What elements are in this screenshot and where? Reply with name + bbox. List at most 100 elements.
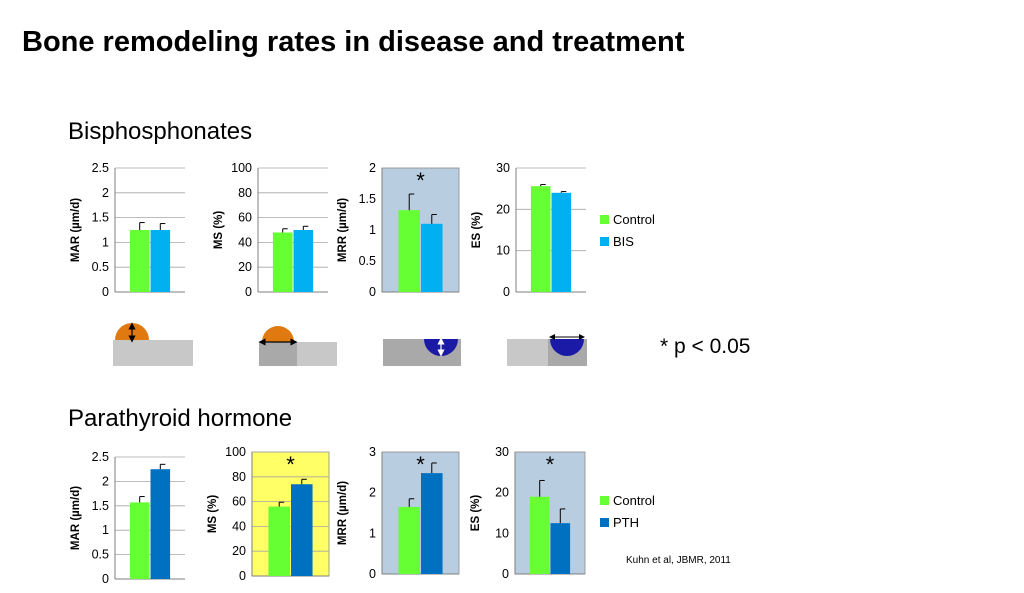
bar-pth — [291, 484, 313, 576]
y-tick-label: 20 — [495, 486, 509, 500]
plot-area — [516, 168, 586, 292]
y-tick-label: 60 — [238, 211, 252, 225]
bar-control — [529, 496, 550, 574]
section-title-parathyroid: Parathyroid hormone — [68, 405, 293, 432]
y-tick-label: 10 — [495, 526, 509, 540]
bar-control — [530, 186, 551, 292]
bar-bis — [150, 230, 171, 292]
y-tick-label: 1.5 — [359, 192, 376, 206]
y-tick-label: 3 — [369, 445, 376, 459]
bone-surface — [113, 340, 193, 366]
y-tick-label: 0 — [245, 285, 252, 299]
y-axis-label: MAR (µm/d) — [70, 198, 82, 262]
y-tick-label: 1.5 — [92, 499, 109, 513]
bar-bis — [293, 230, 314, 292]
bar-control — [129, 230, 150, 292]
legend-swatch-control — [600, 214, 609, 224]
y-tick-label: 0.5 — [92, 260, 109, 274]
plot-area — [251, 451, 330, 577]
significance-star: * — [416, 452, 425, 477]
y-tick-label: 0 — [502, 567, 509, 581]
y-tick-label: 80 — [238, 186, 252, 200]
y-tick-label: 80 — [232, 470, 246, 484]
bar-control — [129, 502, 150, 579]
plot-area — [115, 457, 185, 579]
page-title: Bone remodeling rates in disease and tre… — [22, 26, 685, 58]
bar-pth — [150, 469, 171, 579]
y-axis-label: MS (%) — [207, 495, 219, 534]
y-tick-label: 2 — [102, 186, 109, 200]
plot-area — [381, 167, 460, 293]
y-tick-label: 0 — [102, 572, 109, 586]
y-tick-label: 0 — [239, 569, 246, 583]
ms-illustration — [258, 326, 337, 366]
legend-label-bis: BIS — [613, 233, 634, 249]
y-tick-label: 2 — [369, 161, 376, 175]
mrr-illustration — [383, 337, 461, 366]
y-axis-label: MRR (µm/d) — [337, 198, 349, 262]
osteoblast-mound — [262, 326, 294, 342]
y-tick-label: 30 — [495, 445, 509, 459]
citation: Kuhn et al, JBMR, 2011 — [626, 555, 731, 566]
legend-entry-pth: PTH — [600, 511, 655, 533]
bar-control — [268, 506, 290, 576]
y-tick-label: 100 — [231, 161, 252, 175]
y-tick-label: 1 — [369, 526, 376, 540]
y-tick-label: 10 — [496, 244, 510, 258]
y-tick-label: 60 — [232, 495, 246, 509]
y-tick-label: 2.5 — [92, 161, 109, 175]
bar-bis — [551, 192, 572, 292]
legend-entry-bis: BIS — [600, 230, 655, 252]
plot-area — [514, 451, 586, 575]
legend-swatch-control — [600, 495, 609, 505]
plot-area — [258, 168, 328, 292]
y-tick-label: 1 — [369, 223, 376, 237]
y-tick-label: 0.5 — [92, 548, 109, 562]
significance-star: * — [546, 452, 555, 477]
legend-label-control: Control — [613, 492, 655, 508]
y-tick-label: 20 — [496, 202, 510, 216]
y-tick-label: 1 — [102, 523, 109, 537]
legend-bisphosphonates: Control BIS — [600, 208, 655, 252]
es-illustration — [507, 334, 587, 366]
bar-bis — [421, 223, 443, 292]
significance-note: * p < 0.05 — [660, 335, 751, 358]
legend-label-control: Control — [613, 211, 655, 227]
y-axis-label: MS (%) — [213, 211, 225, 250]
mineralizing-region — [259, 342, 297, 366]
bar-control — [398, 210, 420, 292]
plot-area — [115, 168, 185, 292]
bar-pth — [550, 523, 571, 574]
y-tick-label: 100 — [225, 445, 246, 459]
y-tick-label: 30 — [496, 161, 510, 175]
y-axis-label: ES (%) — [470, 495, 482, 532]
section-title-bisphosphonates: Bisphosphonates — [68, 118, 253, 145]
significance-star: * — [286, 452, 295, 477]
bar-control — [398, 506, 420, 574]
legend-swatch-pth — [600, 517, 609, 527]
legend-label-pth: PTH — [613, 514, 639, 530]
legend-swatch-bis — [600, 236, 609, 246]
resorption-pit — [550, 339, 584, 356]
y-tick-label: 0.5 — [359, 254, 376, 268]
mar-illustration — [113, 322, 193, 366]
bar-pth — [421, 473, 443, 574]
y-tick-label: 2.5 — [92, 450, 109, 464]
legend-entry-control: Control — [600, 208, 655, 230]
y-tick-label: 40 — [238, 235, 252, 249]
significance-star: * — [416, 168, 425, 193]
y-tick-label: 20 — [232, 544, 246, 558]
chart-8: 0 10 20 30 ES (%) * — [470, 445, 586, 581]
bar-control — [272, 232, 293, 292]
y-axis-label: MAR (µm/d) — [70, 486, 82, 550]
y-tick-label: 2 — [369, 486, 376, 500]
